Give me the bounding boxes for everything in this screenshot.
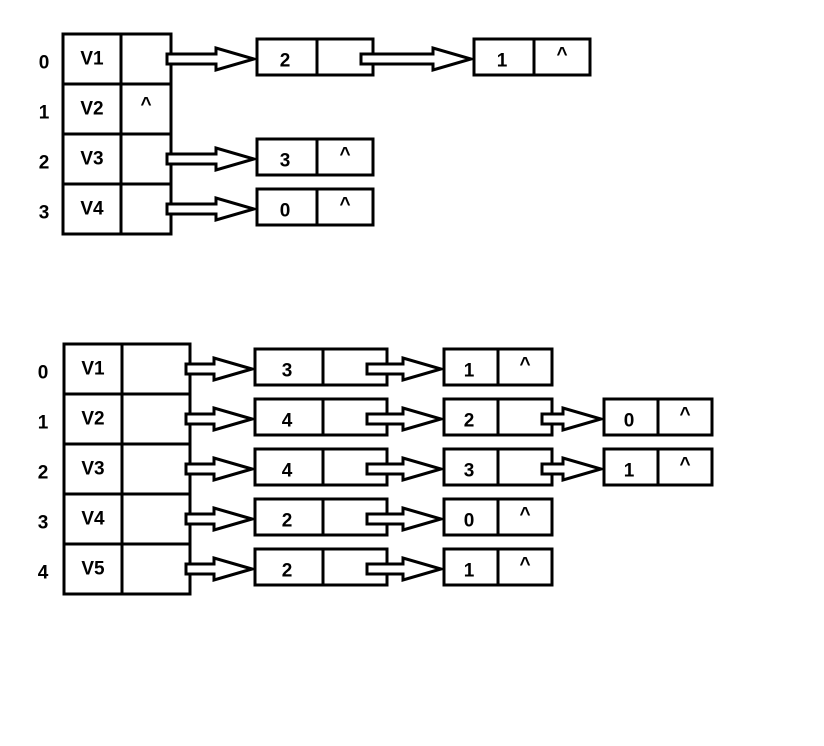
- null-pointer: ^: [519, 355, 530, 376]
- node-value: 1: [464, 561, 475, 582]
- pointer-arrow: [165, 146, 260, 172]
- pointer-arrow: [365, 456, 447, 482]
- vertex-label: V2: [81, 409, 104, 430]
- node-box: [253, 547, 389, 587]
- null-pointer: ^: [556, 45, 567, 66]
- list-node: 1^: [442, 547, 554, 587]
- node-value: 0: [280, 201, 291, 222]
- node-box: [253, 397, 389, 437]
- list-node: 0^: [442, 497, 554, 537]
- null-pointer: ^: [519, 555, 530, 576]
- node-box: [255, 137, 375, 177]
- pointer-arrow: [365, 506, 447, 532]
- pointer-arrow: [540, 456, 607, 482]
- list-node: 3^: [255, 137, 375, 177]
- vertex-label: V3: [80, 149, 103, 170]
- pointer-arrow: [184, 356, 258, 382]
- row-index: 1: [38, 413, 49, 434]
- pointer-arrow: [184, 556, 258, 582]
- node-value: 2: [464, 411, 475, 432]
- null-pointer: ^: [339, 145, 350, 166]
- pointer-arrow: [184, 506, 258, 532]
- node-value: 2: [280, 51, 291, 72]
- row-index: 1: [39, 103, 50, 124]
- pointer-arrow: [165, 46, 260, 72]
- pointer-arrow: [184, 406, 258, 432]
- list-node: 0^: [255, 187, 375, 227]
- node-box: [472, 37, 592, 77]
- node-value: 1: [624, 461, 635, 482]
- row-index: 2: [39, 153, 50, 174]
- vertex-label: V4: [81, 509, 105, 530]
- null-pointer: ^: [339, 195, 350, 216]
- list-node: 2: [442, 397, 554, 437]
- row-index: 4: [38, 563, 49, 584]
- node-value: 0: [624, 411, 635, 432]
- row-index: 2: [38, 463, 49, 484]
- null-pointer: ^: [679, 405, 690, 426]
- node-value: 1: [464, 361, 475, 382]
- null-pointer: ^: [140, 95, 151, 116]
- null-pointer: ^: [679, 455, 690, 476]
- node-box: [255, 187, 375, 227]
- null-pointer: ^: [519, 505, 530, 526]
- list-node: 2: [255, 37, 375, 77]
- pointer-arrow: [165, 196, 260, 222]
- vertex-label: V1: [80, 49, 104, 70]
- pointer-arrow: [365, 556, 447, 582]
- node-value: 3: [464, 461, 475, 482]
- node-value: 0: [464, 511, 475, 532]
- list-node: 3: [442, 447, 554, 487]
- row-index: 0: [39, 53, 50, 74]
- node-box: [255, 37, 375, 77]
- pointer-arrow: [365, 356, 447, 382]
- node-value: 1: [497, 51, 508, 72]
- list-node: 2: [253, 497, 389, 537]
- node-box: [253, 497, 389, 537]
- vertex-label: V4: [80, 199, 104, 220]
- vertex-label: V1: [81, 359, 105, 380]
- pointer-arrow: [540, 406, 607, 432]
- list-node: 1^: [602, 447, 714, 487]
- list-node: 1^: [472, 37, 592, 77]
- pointer-arrow: [184, 456, 258, 482]
- node-value: 4: [282, 461, 293, 482]
- row-index: 3: [39, 203, 50, 224]
- list-node: 2: [253, 547, 389, 587]
- list-node: 3: [253, 347, 389, 387]
- vertex-label: V5: [81, 559, 105, 580]
- node-value: 4: [282, 411, 293, 432]
- head-array: [62, 342, 192, 596]
- node-value: 2: [282, 561, 293, 582]
- pointer-arrow: [365, 406, 447, 432]
- node-value: 3: [282, 361, 293, 382]
- vertex-label: V2: [80, 99, 103, 120]
- row-index: 3: [38, 513, 49, 534]
- node-value: 3: [280, 151, 291, 172]
- list-node: 0^: [602, 397, 714, 437]
- pointer-arrow: [359, 46, 477, 72]
- row-index: 0: [38, 363, 49, 384]
- node-value: 2: [282, 511, 293, 532]
- vertex-label: V3: [81, 459, 104, 480]
- list-node: 4: [253, 397, 389, 437]
- list-node: 1^: [442, 347, 554, 387]
